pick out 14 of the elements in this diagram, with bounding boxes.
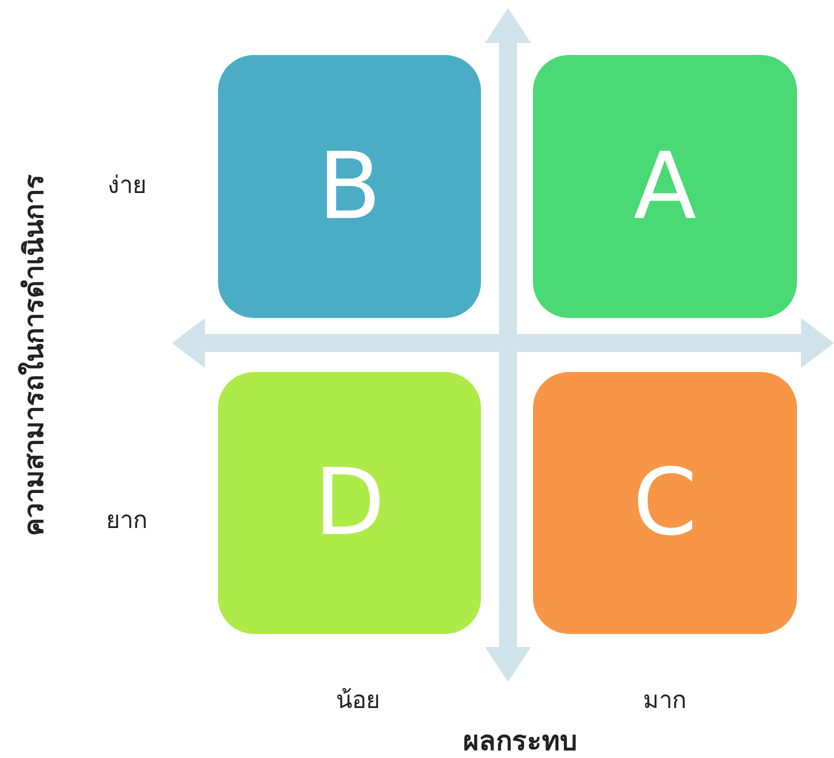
quadrant-box <box>218 372 481 634</box>
quadrant-box <box>218 55 481 318</box>
axis-tick-label: น้อย <box>336 686 380 714</box>
quadrant-letter: D <box>314 457 385 549</box>
axis-tick-label: ง่าย <box>108 170 146 200</box>
quadrant-letter: C <box>632 457 698 549</box>
quadrant-box <box>533 55 797 318</box>
axis-tick-label: ยาก <box>106 506 148 534</box>
axis-title: ความสามารถในการดำเนินการ <box>18 174 51 536</box>
axis-title: ผลกระทบ <box>463 726 577 758</box>
quadrant-box <box>533 372 797 634</box>
quadrant-letter: A <box>634 140 696 232</box>
quadrant-letter: B <box>318 140 382 232</box>
axis-tick-label: มาก <box>643 686 687 714</box>
